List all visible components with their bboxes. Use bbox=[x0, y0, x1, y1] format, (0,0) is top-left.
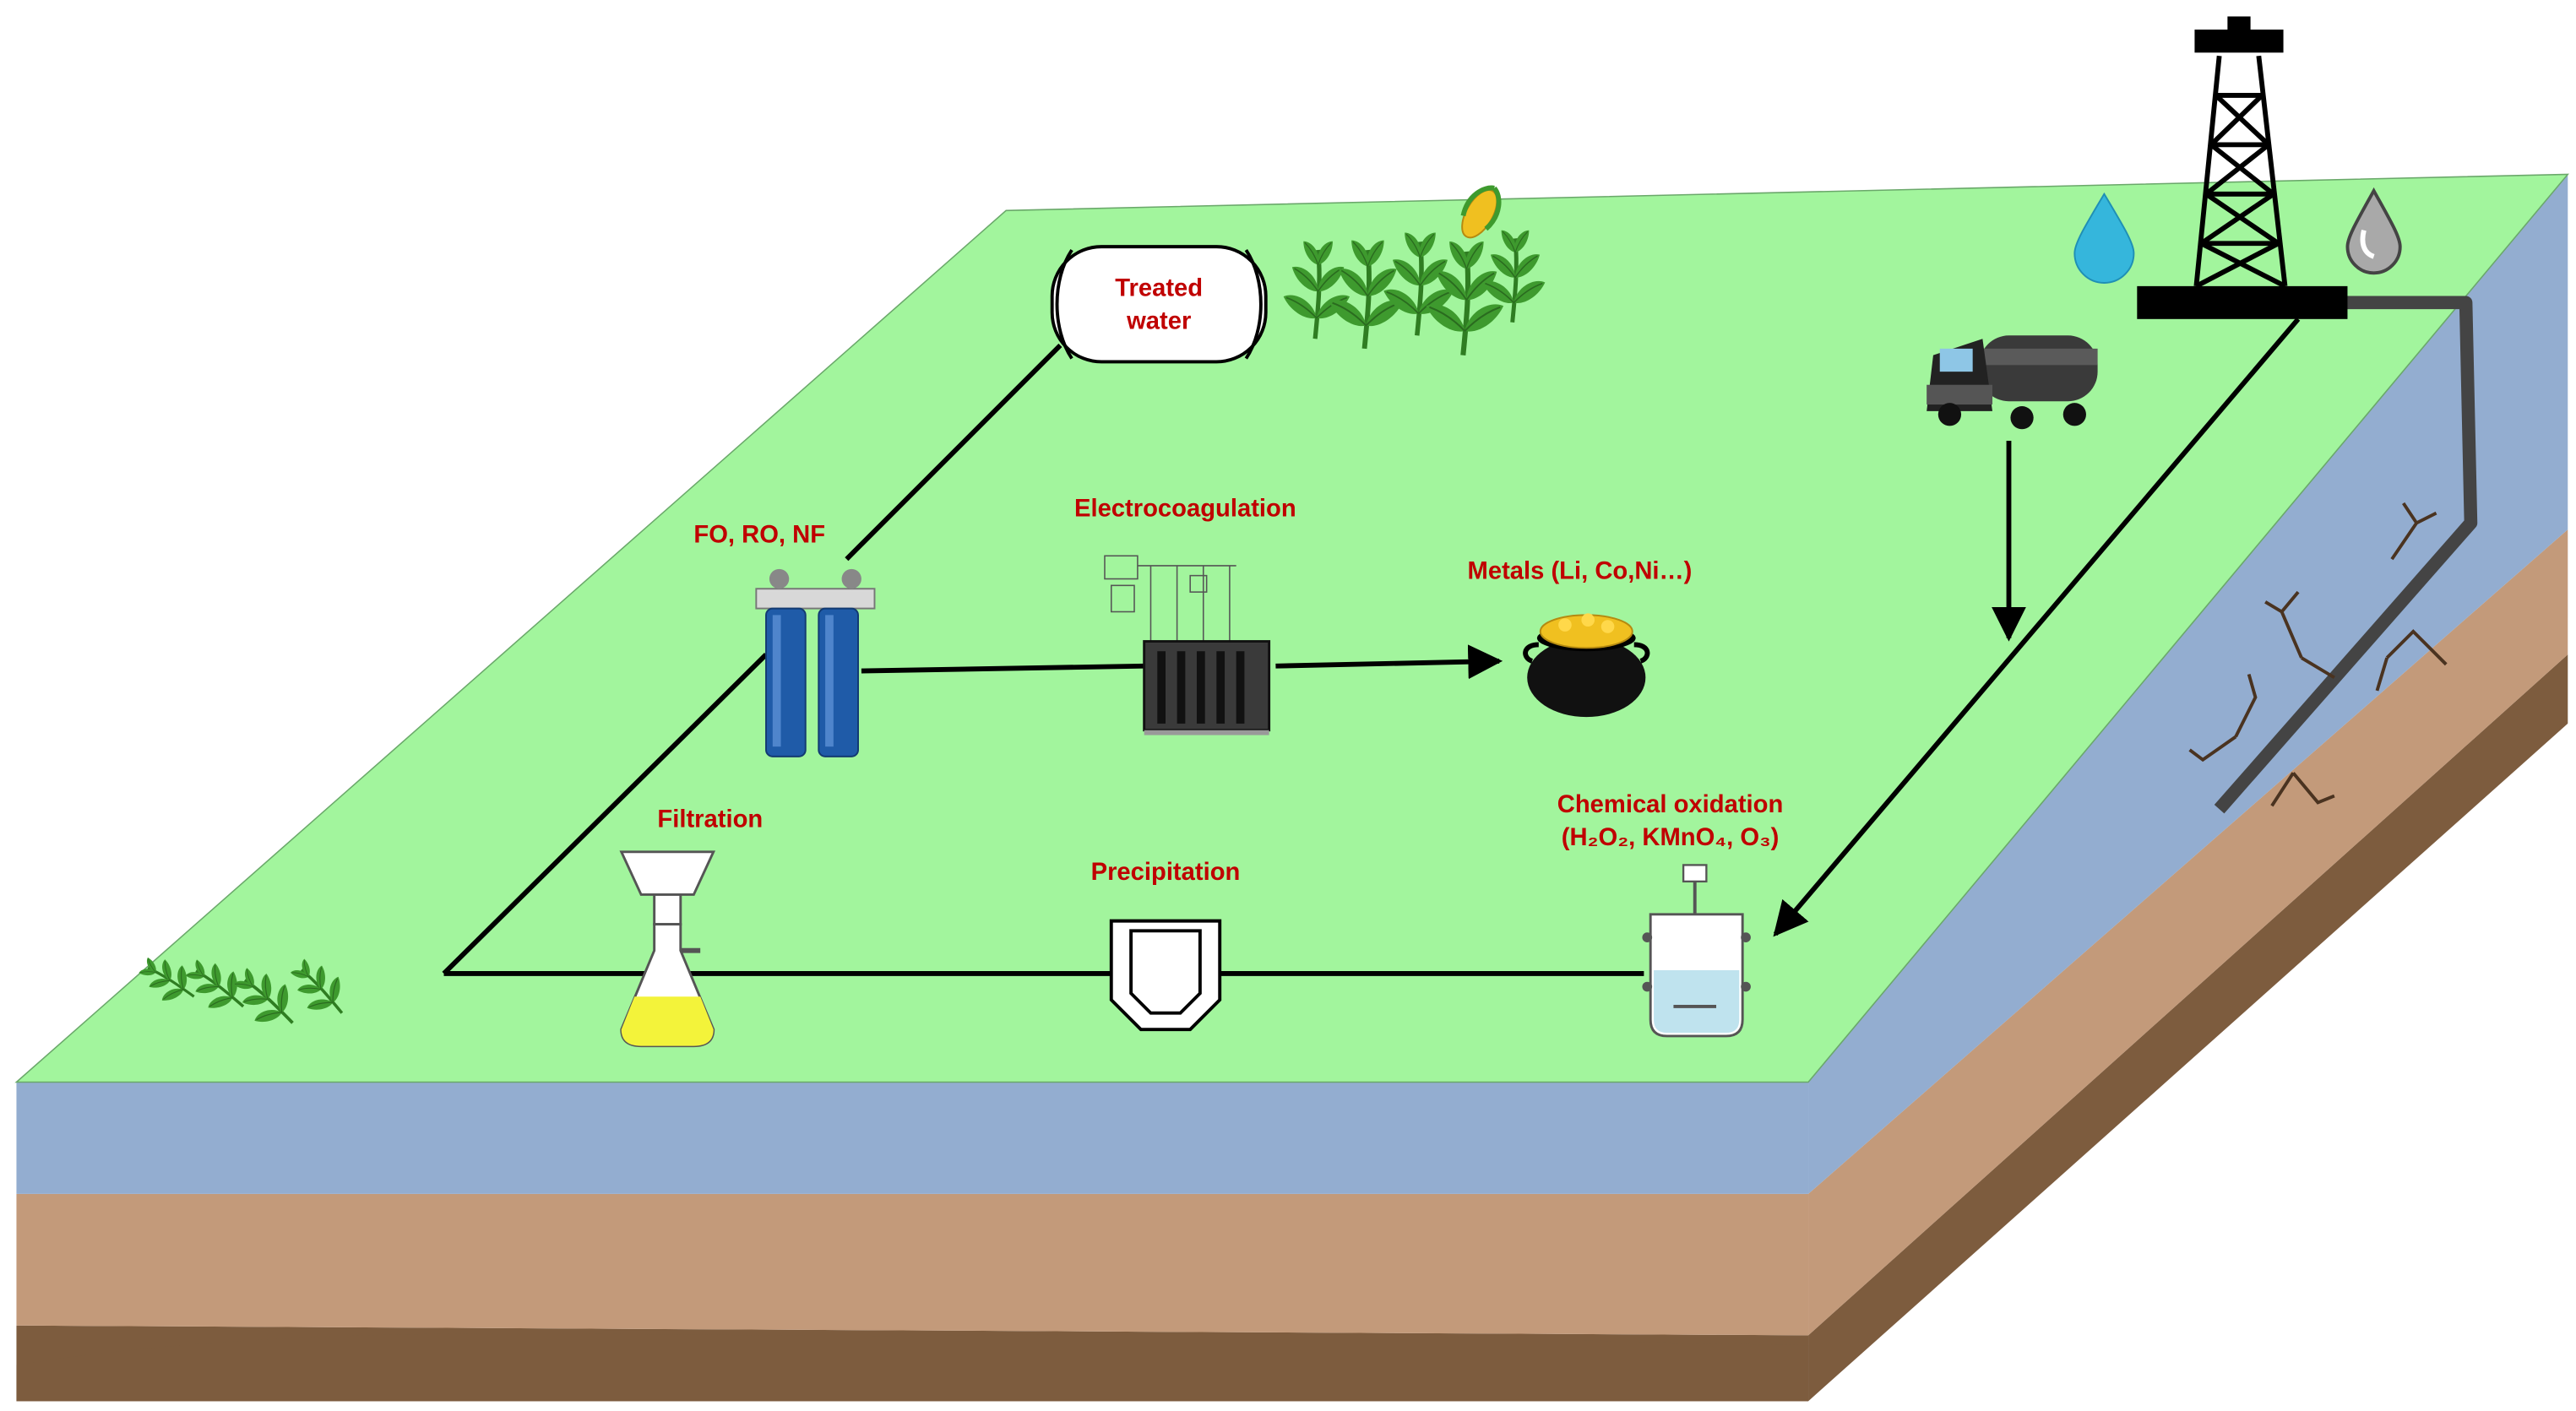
water-layer-front bbox=[16, 1082, 1809, 1194]
line-membranes-to-tank bbox=[845, 343, 1062, 562]
well-pipe bbox=[2188, 296, 2478, 814]
soil-layer-front bbox=[16, 1193, 1809, 1336]
electrocoagulation-label: Electrocoagulation bbox=[1074, 496, 1296, 523]
oil-drop-icon bbox=[2345, 187, 2402, 275]
soil-layer-side bbox=[1808, 529, 2568, 1336]
filtration-label: Filtration bbox=[657, 806, 763, 833]
electrocoagulation-cell-icon bbox=[1104, 555, 1271, 735]
line-corner-to-membranes bbox=[442, 653, 769, 976]
arrow-well-to-oxidation bbox=[1773, 317, 2301, 937]
membranes-label: FO, RO, NF bbox=[693, 522, 825, 549]
deep-soil-side bbox=[1808, 654, 2568, 1402]
terrain-block bbox=[14, 173, 2569, 1402]
treated-water-label-line2: water bbox=[1126, 308, 1191, 335]
chemical-oxidation-label-line2: (H₂O₂, KMnO₄, O₃) bbox=[1562, 824, 1780, 851]
tanker-truck-icon bbox=[1927, 335, 2098, 430]
precipitation-label: Precipitation bbox=[1091, 859, 1241, 886]
corn-icon bbox=[1460, 185, 1502, 239]
oil-derrick-icon bbox=[2137, 16, 2348, 319]
oxidation-reactor-icon bbox=[1642, 864, 1751, 1038]
soil-wave bbox=[16, 1333, 1809, 1402]
water-drop-icon bbox=[2073, 192, 2135, 284]
treated-water-label-line1: Treated bbox=[1115, 275, 1203, 302]
filtration-flask-icon bbox=[619, 850, 716, 1048]
treated-water-tank: Treated water bbox=[1050, 245, 1268, 364]
arrow-electrocoagulation-to-metals bbox=[1275, 644, 1503, 680]
process-flow-lines bbox=[442, 317, 2301, 976]
gold-pot-icon bbox=[1523, 613, 1650, 718]
arrow-membranes-to-electrocoagulation bbox=[861, 663, 1144, 674]
metals-label: Metals (Li, Co,Ni…) bbox=[1468, 558, 1693, 585]
plants-top bbox=[1280, 185, 1549, 355]
membrane-filter-icon bbox=[755, 568, 876, 757]
chemical-oxidation-label-line1: Chemical oxidation bbox=[1557, 791, 1784, 818]
fractures bbox=[2188, 502, 2448, 807]
water-layer-side bbox=[1808, 174, 2568, 1194]
precipitation-tank-icon bbox=[1109, 919, 1222, 1032]
